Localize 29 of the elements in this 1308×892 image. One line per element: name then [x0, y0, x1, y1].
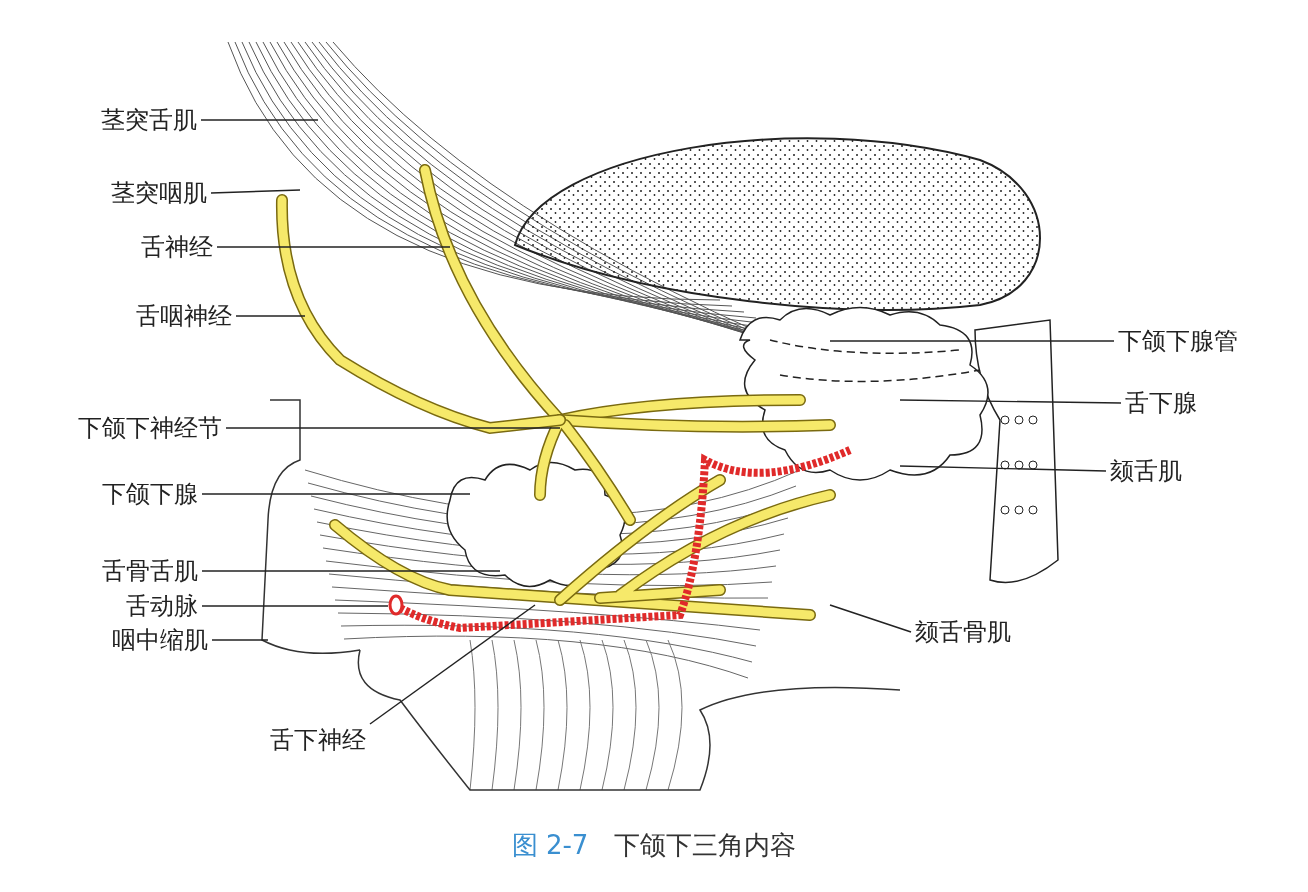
part-label: 颏舌骨肌	[915, 618, 1011, 646]
part-label: 舌神经	[141, 233, 213, 261]
leader-line	[899, 465, 1107, 472]
leader-line	[899, 399, 1122, 404]
part-label: 舌骨舌肌	[102, 557, 198, 585]
part-label: 茎突舌肌	[101, 106, 197, 134]
part-label: 舌下腺	[1125, 389, 1197, 417]
figure-caption: 图 2-7 下颌下三角内容	[511, 829, 797, 862]
leader-line	[235, 315, 306, 317]
leader-line	[829, 604, 912, 633]
leader-line	[201, 570, 501, 572]
leader-line	[201, 493, 471, 495]
part-label: 下颌下神经节	[78, 414, 222, 442]
part-label: 颏舌肌	[1110, 457, 1182, 485]
leader-line	[211, 639, 269, 641]
leader-line	[216, 246, 451, 248]
leader-line	[829, 340, 1115, 342]
leader-line	[369, 604, 536, 725]
part-label: 下颌下腺管	[1118, 327, 1238, 355]
leader-line	[210, 189, 301, 194]
leader-line	[200, 119, 319, 121]
leader-line	[225, 427, 561, 429]
part-label: 舌下神经	[270, 726, 366, 754]
leader-line	[201, 605, 389, 607]
part-label: 咽中缩肌	[112, 626, 208, 654]
part-label: 舌动脉	[126, 592, 198, 620]
part-label: 下颌下腺	[102, 480, 198, 508]
part-label: 舌咽神经	[136, 302, 232, 330]
part-label: 茎突咽肌	[111, 179, 207, 207]
